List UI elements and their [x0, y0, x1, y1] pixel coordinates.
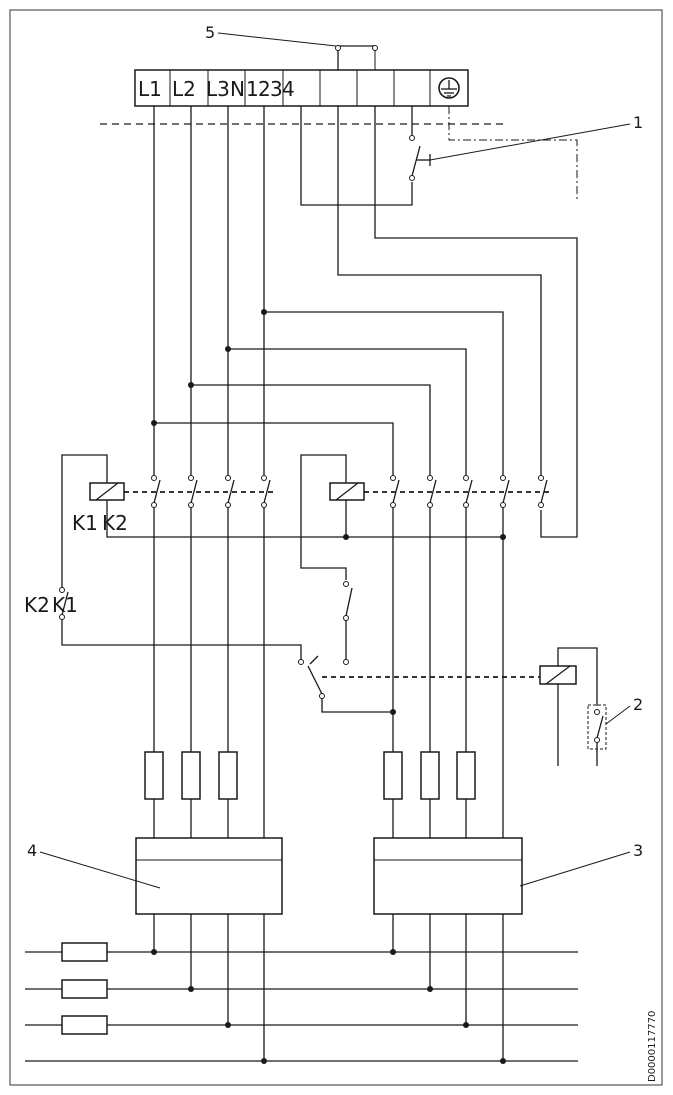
wire-n-to-k2 — [264, 311, 504, 475]
terminal-label-l3: L3 — [206, 77, 230, 101]
ground-icon — [438, 77, 460, 99]
k1-interlock-contact — [343, 581, 353, 665]
control-relay — [539, 665, 577, 685]
device-4 — [135, 837, 283, 915]
terminal-label-4: 4 — [282, 77, 295, 101]
callout-2: 2 — [605, 695, 643, 725]
terminal-label-1: 1 — [246, 77, 259, 101]
terminal-label-2: 2 — [258, 77, 271, 101]
relay-k2 — [329, 482, 365, 501]
changeover-switch — [298, 655, 325, 699]
terminal-label-3: 3 — [270, 77, 283, 101]
callout-1: 1 — [429, 113, 643, 161]
relay-label-k1-top: K1 — [72, 511, 98, 535]
terminal-block: L1 L2 L3 N 1 2 3 4 — [134, 69, 469, 107]
wire-l2-to-k2 — [191, 384, 431, 475]
fuses-right — [383, 751, 476, 800]
supply-bus — [25, 942, 578, 1064]
relay-label-k1-side: K1 — [52, 593, 78, 617]
fuses-left — [144, 751, 238, 800]
callout-label-5: 5 — [205, 23, 215, 42]
document-code: D0000117770 — [647, 1011, 658, 1082]
terminal-label-l2: L2 — [172, 77, 196, 101]
relay-label-k2-side: K2 — [24, 593, 50, 617]
jumper-bridge — [335, 45, 378, 70]
callout-label-3: 3 — [633, 841, 643, 860]
relay-label-k2-top: K2 — [102, 511, 128, 535]
diagram-border — [9, 9, 663, 1086]
callout-label-1: 1 — [633, 113, 643, 132]
switch-2 — [587, 704, 607, 766]
terminal-label-l1: L1 — [138, 77, 162, 101]
terminal-label-n: N — [230, 77, 245, 101]
callout-3: 3 — [519, 841, 643, 887]
wire-l3-to-k2 — [228, 348, 467, 475]
callout-4: 4 — [27, 841, 161, 889]
callout-label-4: 4 — [27, 841, 37, 860]
callout-label-2: 2 — [633, 695, 643, 714]
protective-earth-path — [448, 106, 578, 200]
k2-interlock-contact — [59, 587, 69, 620]
wire-l1-to-k2 — [154, 422, 394, 475]
switch-1 — [409, 135, 431, 181]
device-3 — [373, 837, 523, 915]
callout-5: 5 — [205, 23, 337, 47]
relay-k1 — [89, 482, 125, 501]
k1-contacts — [151, 475, 271, 508]
